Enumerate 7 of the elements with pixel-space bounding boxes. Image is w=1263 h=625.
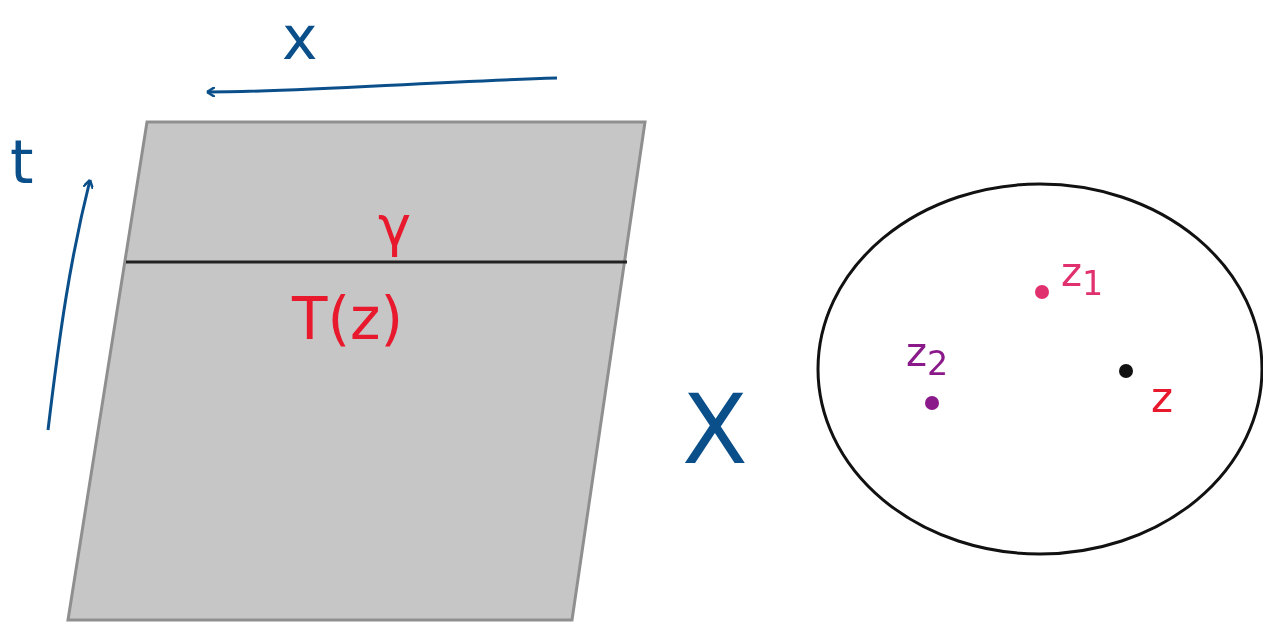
axis-label: t: [10, 132, 34, 192]
math-label: z$_{1}$: [1061, 252, 1104, 301]
math-label: z$_{2}$: [906, 332, 949, 381]
axis-label: x: [282, 8, 318, 68]
set-label: X: [682, 382, 748, 478]
math-label: z: [1151, 377, 1174, 419]
math-label: T(z): [292, 290, 404, 348]
